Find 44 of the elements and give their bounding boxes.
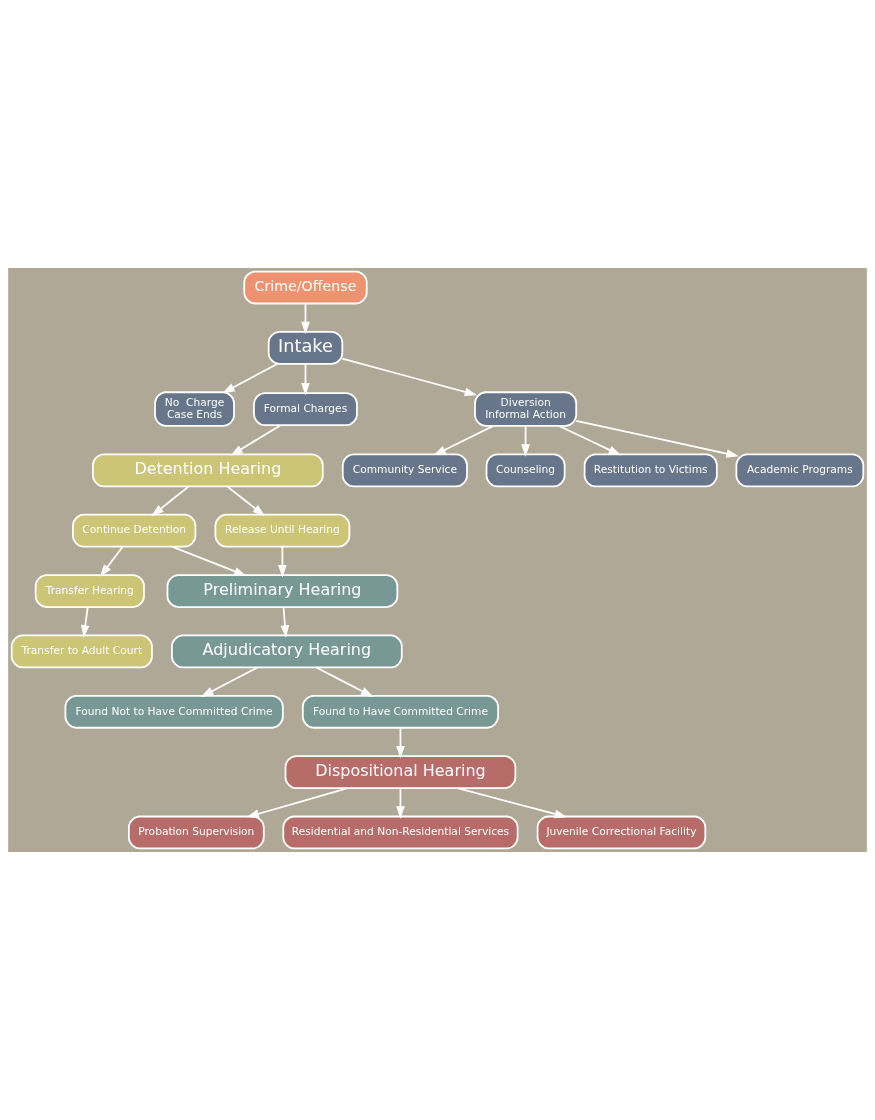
node-box: Transfer to Adult Court	[10, 634, 153, 669]
arrow	[246, 787, 349, 818]
arrow	[99, 546, 124, 577]
arrow	[433, 425, 494, 456]
node-box: Intake	[267, 331, 344, 365]
node-box: Continue Detention	[72, 513, 197, 548]
node-box: Diversion Informal Action	[474, 391, 578, 427]
arrow	[521, 425, 530, 457]
node-box: Adjudicatory Hearing	[171, 634, 403, 669]
node-box: Residential and Non-Residential Services	[282, 815, 519, 850]
node-box: Juvenile Correctional Facility	[536, 815, 707, 850]
node-box: Restitution to Victims	[583, 453, 718, 488]
arrow	[80, 606, 90, 638]
node-box: Crime/Offense	[243, 270, 368, 305]
arrow	[315, 666, 374, 697]
arrow	[278, 546, 287, 578]
arrow	[396, 787, 405, 819]
arrow	[151, 485, 190, 517]
arrow	[222, 363, 279, 394]
node-box: Release Until Hearing	[214, 513, 351, 548]
arrow	[200, 666, 259, 697]
arrow	[280, 606, 290, 638]
arrow	[396, 727, 405, 759]
node-box: No Charge Case Ends	[154, 391, 235, 427]
arrow	[301, 363, 310, 396]
arrow	[456, 787, 568, 819]
node-box: Preliminary Hearing	[166, 574, 399, 608]
node-box: Formal Charges	[253, 392, 358, 426]
node-box: Probation Supervision	[127, 815, 265, 850]
node-box: Detention Hearing	[92, 453, 324, 488]
node-box: Found Not to Have Committed Crime	[64, 694, 284, 729]
node-box: Academic Programs	[735, 453, 865, 488]
node-box: Community Service	[341, 453, 468, 488]
arrow	[575, 420, 739, 458]
arrow	[341, 357, 478, 397]
arrow	[301, 302, 310, 335]
node-box: Found to Have Committed Crime	[301, 694, 499, 729]
arrow	[226, 485, 266, 517]
arrow	[558, 425, 621, 456]
arrow	[230, 424, 282, 456]
node-box: Dispositional Hearing	[284, 755, 517, 789]
node-box: Transfer Hearing	[34, 574, 145, 608]
arrow	[171, 545, 247, 576]
node-box: Counseling	[485, 453, 566, 488]
